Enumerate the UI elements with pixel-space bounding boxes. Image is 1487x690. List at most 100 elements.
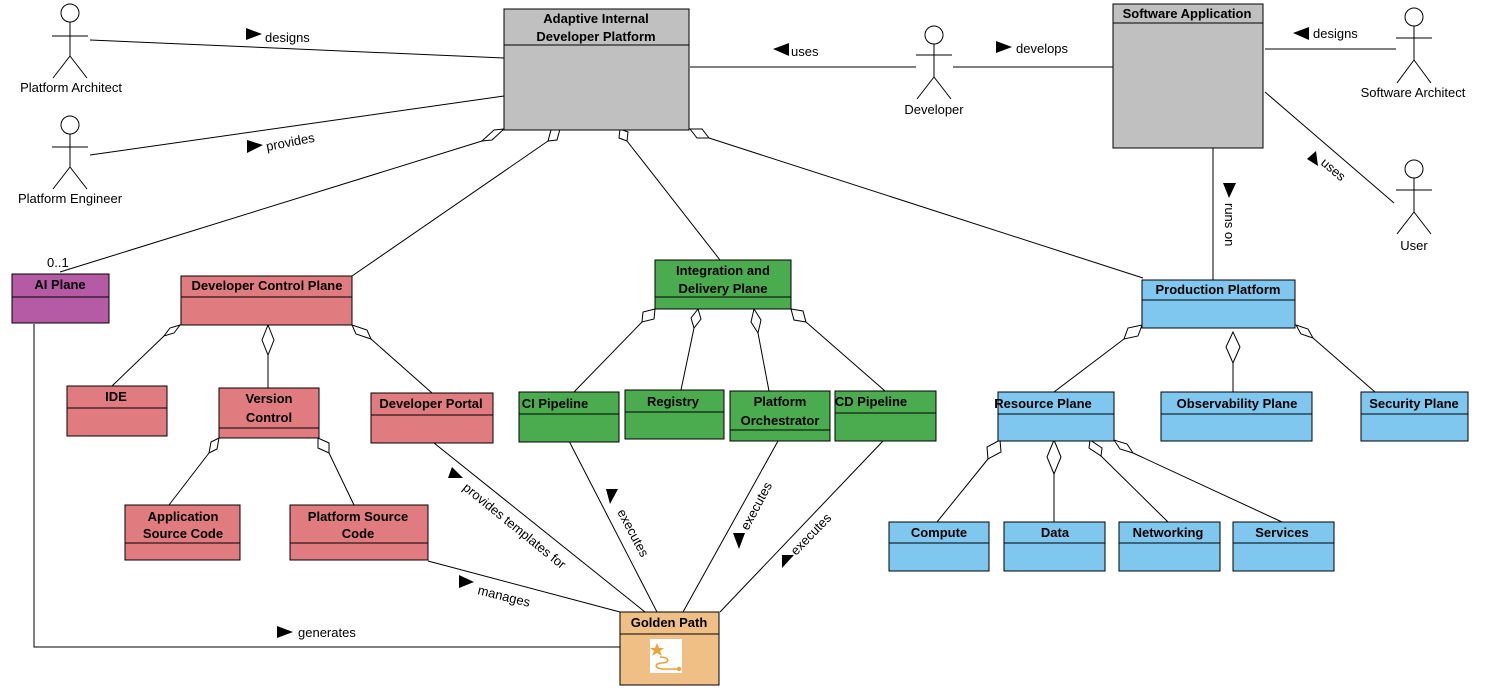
class-title: CD Pipeline [835, 394, 907, 409]
class-title: Platform [754, 394, 807, 409]
class-title: Integration and [676, 263, 770, 278]
edge-portal-goldenpath [433, 442, 646, 613]
actor-user: User [1396, 159, 1432, 253]
class-golden-path: Golden Path [619, 611, 720, 686]
edge-aiplane-goldenpath [33, 324, 620, 648]
class-title: Golden Path [631, 615, 708, 630]
diamond-prod-observability [1225, 330, 1241, 365]
association-arrows [246, 27, 1318, 638]
class-title: Data [1041, 525, 1070, 540]
class-ci-pipeline: CI Pipeline [518, 391, 620, 443]
label-runs-on: runs on [1222, 203, 1237, 246]
arrow-designs-left [246, 28, 262, 40]
diamond-aidp-aiplane [480, 128, 506, 142]
class-title: Security Plane [1369, 396, 1459, 411]
class-cd-pipeline: CD Pipeline [834, 390, 937, 442]
class-developer-portal: Developer Portal [370, 392, 494, 444]
edge-cd-goldenpath [719, 440, 884, 613]
class-services: Services [1232, 521, 1335, 572]
arrow-uses-user [1307, 151, 1318, 166]
edge-ci-goldenpath [568, 440, 658, 613]
class-integration-delivery-plane: Integration and Delivery Plane [654, 259, 792, 310]
class-title: Control [246, 410, 292, 425]
class-production-platform: Production Platform [1141, 279, 1296, 329]
edge-aidp-aiplane [59, 140, 483, 273]
edge-aidp-production [708, 137, 1144, 279]
arrow-executes-cd [782, 555, 794, 568]
arrow-provides [247, 140, 263, 153]
class-title: Platform Source [308, 509, 408, 524]
label-executes-ci: executes [614, 506, 652, 559]
arrow-generates [277, 626, 293, 638]
diamond-aidp-dcp [547, 128, 561, 142]
diamond-res-compute [986, 439, 1002, 460]
label-uses-user: uses [1318, 155, 1349, 184]
class-version-control: Version Control [218, 387, 320, 439]
actor-label: Platform Architect [20, 80, 122, 95]
class-title: Version [246, 391, 293, 406]
label-generates: generates [298, 625, 356, 640]
class-title: Developer Platform [536, 29, 655, 44]
label-provides: provides [265, 130, 317, 154]
diamond-prod-security [1294, 324, 1315, 339]
class-title: Resource Plane [994, 396, 1092, 411]
edge-vc-appsrc [168, 452, 210, 506]
edge-res-networking [1100, 455, 1169, 523]
diamond-aidp-production [688, 128, 711, 139]
edge-orch-goldenpath [682, 440, 779, 613]
class-title: IDE [105, 389, 127, 404]
arrow-executes-ci [606, 489, 618, 504]
edges [33, 39, 1396, 648]
label-executes-orch: executes [737, 479, 775, 532]
arrow-uses-dev [773, 43, 789, 56]
edge-prod-security [1312, 337, 1376, 393]
label-designs-left: designs [265, 30, 310, 45]
edge-architect-designs [89, 39, 505, 59]
class-adaptive-idp: Adaptive Internal Developer Platform [503, 8, 690, 131]
class-developer-control-plane: Developer Control Plane [180, 275, 353, 326]
class-software-application: Software Application [1112, 3, 1264, 149]
class-title: Developer Control Plane [192, 278, 343, 293]
diamond-vc-appsrc [208, 437, 220, 454]
diamond-res-data [1046, 438, 1062, 476]
label-uses-dev: uses [791, 44, 819, 59]
diamond-int-registry [690, 307, 702, 330]
class-ai-plane: AI Plane [11, 273, 110, 324]
diamond-dcp-portal [351, 324, 372, 340]
label-multiplicity: 0..1 [47, 255, 69, 270]
edge-int-ci [573, 321, 643, 393]
diamond-vc-platsrc [317, 437, 330, 454]
actor-label: User [1400, 238, 1428, 253]
arrow-provides-templates [448, 467, 463, 478]
class-title: Adaptive Internal [543, 11, 648, 26]
label-develops: develops [1016, 41, 1069, 56]
actor-platform-architect: Platform Architect [20, 3, 122, 95]
arrow-executes-orch [733, 533, 745, 549]
class-data: Data [1003, 521, 1106, 572]
diamond-aidp-integration [618, 128, 629, 142]
label-provides-templates: provides templates for [460, 480, 569, 573]
diamond-int-ci [641, 308, 656, 323]
arrow-designs-right [1293, 27, 1309, 40]
edge-int-orch [757, 332, 770, 392]
edge-engineer-provides [89, 95, 505, 156]
class-title: Orchestrator [741, 413, 820, 428]
actor-label: Platform Engineer [18, 191, 123, 206]
class-ide: IDE [66, 385, 168, 437]
diamond-int-cd [790, 308, 807, 323]
class-registry: Registry [624, 389, 725, 440]
diamond-res-networking [1088, 439, 1103, 457]
class-title: Registry [647, 394, 700, 409]
edge-user-uses [1264, 91, 1395, 204]
diamond-prod-resource [1123, 324, 1143, 340]
class-title: CI Pipeline [522, 396, 588, 411]
class-platform-orchestrator: Platform Orchestrator [729, 390, 831, 442]
actor-platform-engineer: Platform Engineer [18, 115, 123, 206]
edge-res-services [1132, 452, 1283, 523]
class-title: Production Platform [1156, 282, 1281, 297]
diamond-dcp-ide [162, 324, 182, 337]
class-observability-plane: Observability Plane [1160, 391, 1313, 442]
edge-platsrc-goldenpath [427, 560, 621, 613]
class-application-source-code: Application Source Code [124, 504, 241, 561]
actor-label: Software Architect [1361, 85, 1466, 100]
